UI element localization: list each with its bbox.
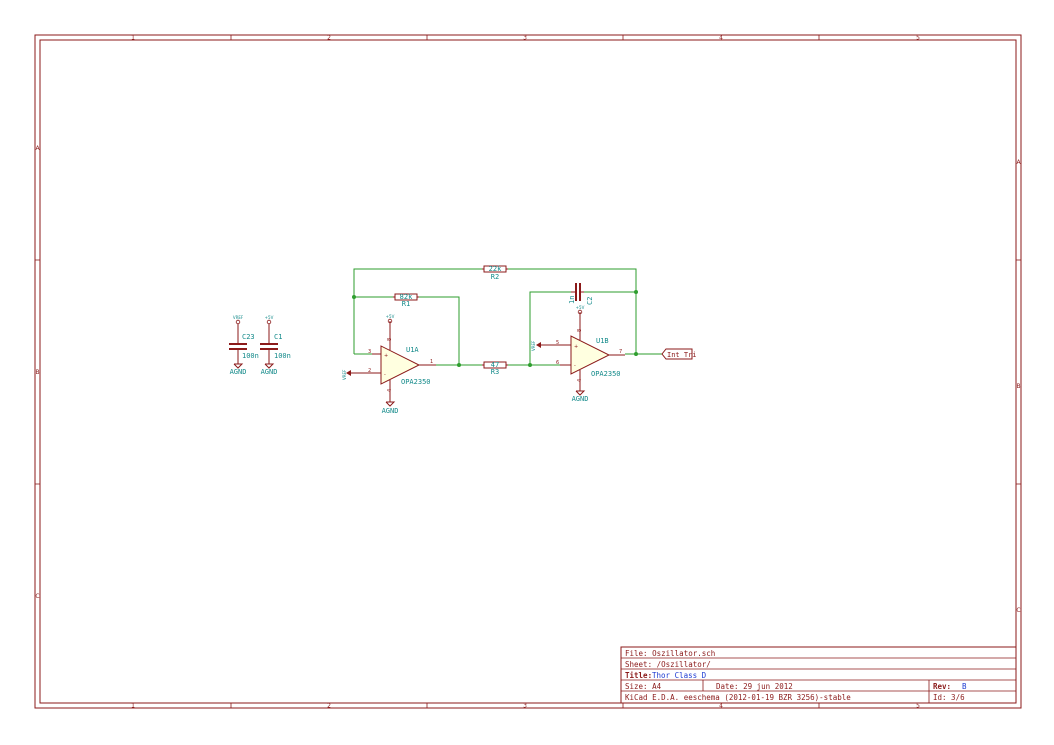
c23-ref: C23 [242,333,255,341]
title-block-app: KiCad E.D.A. eeschema (2012-01-19 BZR 32… [625,693,851,702]
capacitor-c2[interactable]: 1n C2 [568,283,594,305]
col-label-bottom-5: 5 [916,703,920,710]
u1a-pin-vcc: 8 [387,338,393,341]
u1b-minus-sign: - [574,363,576,369]
resistor-r3[interactable]: 47 R3 [482,361,508,376]
r1-value: 82k [400,293,413,301]
row-ticks [35,259,1021,485]
agnd-label: AGND [572,395,589,403]
plus5v-label: +5V [386,314,395,319]
row-label-left-a: A [35,145,40,152]
resistor-r2[interactable]: 22k R2 [482,265,508,281]
c2-ref: C2 [586,297,594,305]
col-label-top-4: 4 [719,35,723,42]
row-label-right-a: A [1016,159,1021,166]
row-label-right-c: C [1016,607,1020,614]
col-label-bottom-2: 2 [327,703,331,710]
r2-ref: R2 [491,273,499,281]
vref-label: VREF [233,315,244,320]
junction-dot [634,290,638,294]
agnd-u1a: AGND [382,401,399,415]
resistor-r1[interactable]: 82k R1 [393,293,419,308]
u1b-pin-minus: 6 [556,360,559,366]
plus5v-label: +5V [576,305,585,310]
column-ticks [230,35,820,708]
u1a-pin-out: 1 [430,359,433,365]
capacitor-c1[interactable]: +5V C1 100n AGND [260,315,291,376]
c23-value: 100n [242,352,259,360]
u1a-pin-plus: 3 [368,349,371,355]
col-label-bottom-3: 3 [523,703,527,710]
u1b-ref: U1B [596,337,609,345]
title-block-sheet: Sheet: /Oszillator/ [625,660,711,669]
wires [353,268,662,366]
net-label-text: Int_Tri [667,351,697,359]
u1a-value: OPA2350 [401,378,431,386]
title-block: File: Oszillator.sch Sheet: /Oszillator/… [620,646,1017,704]
title-block-rev-value: B [962,682,967,691]
c2-value: 1n [568,296,576,304]
agnd-label: AGND [261,368,278,376]
r3-ref: R3 [491,368,499,376]
col-label-bottom-1: 1 [131,703,135,710]
junction-dot [457,363,461,367]
c1-ref: C1 [274,333,282,341]
agnd-label: AGND [382,407,399,415]
r2-value: 22k [489,265,502,273]
agnd-u1b: AGND [572,390,589,403]
capacitor-c23[interactable]: VREF C23 100n AGND [229,315,259,376]
title-block-title-value: Thor Class D [652,671,707,680]
vref-symbol-u1b: VREF [531,340,560,351]
vref-label: VREF [342,369,347,380]
junction-dot [634,352,638,356]
title-block-rev-label: Rev: [933,682,951,691]
row-label-right-b: B [1016,383,1020,390]
u1b-value: OPA2350 [591,370,621,378]
row-label-left-b: B [35,369,39,376]
agnd-label: AGND [230,368,247,376]
u1b-pin-gnd: 4 [577,379,583,382]
u1a-ref: U1A [406,346,419,354]
net-label-int-tri[interactable]: Int_Tri [661,348,697,360]
u1b-pin-out: 7 [619,349,622,355]
opamp-u1b[interactable]: 5 6 7 8 4 + - U1B OPA2350 [556,312,625,391]
u1b-pin-plus: 5 [556,340,559,346]
inner-border [39,39,1017,704]
title-block-date: Date: 29 jun 2012 [716,682,793,691]
row-label-left-c: C [35,593,39,600]
col-label-top-5: 5 [916,35,920,42]
title-block-title-label: Title: [625,671,652,680]
opamp-u1a[interactable]: 3 2 1 8 4 + - U1A OPA2350 [368,321,436,402]
plus5v-label: +5V [265,315,274,320]
col-label-top-1: 1 [131,35,135,42]
vref-symbol-u1a: VREF [342,369,372,380]
r1-ref: R1 [402,300,410,308]
col-label-top-3: 3 [523,35,527,42]
r3-value: 47 [491,361,499,369]
u1a-minus-sign: - [384,372,386,378]
junction-dot [528,363,532,367]
u1b-plus-sign: + [574,344,578,350]
col-label-bottom-4: 4 [719,703,723,710]
u1a-pin-minus: 2 [368,368,371,374]
title-block-id: Id: 3/6 [933,693,965,702]
plus5v-u1b: +5V [576,305,585,315]
vref-label: VREF [531,340,536,351]
junction-dot [352,295,356,299]
title-block-file: File: Oszillator.sch [625,649,715,658]
outer-border [34,34,1022,709]
title-block-size: Size: A4 [625,682,662,691]
plus5v-u1a: +5V [386,314,395,324]
u1b-pin-vcc: 8 [577,329,583,332]
c1-value: 100n [274,352,291,360]
col-label-top-2: 2 [327,35,331,42]
u1a-pin-gnd: 4 [387,389,393,392]
u1a-plus-sign: + [384,353,388,359]
